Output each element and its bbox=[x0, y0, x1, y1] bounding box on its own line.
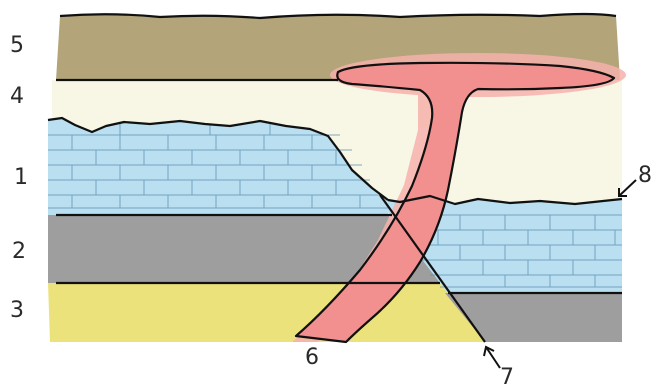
feature-label-unconformity: 8 bbox=[638, 163, 652, 188]
layer-label-3: 3 bbox=[10, 298, 24, 323]
layer-label-1: 1 bbox=[14, 165, 28, 190]
feature-label-intrusion: 6 bbox=[305, 345, 319, 370]
layer-label-5: 5 bbox=[10, 33, 24, 58]
layer-label-2: 2 bbox=[12, 239, 26, 264]
layer-3-sand-left bbox=[48, 283, 485, 342]
fault-arrow bbox=[484, 347, 500, 368]
layer-label-4: 4 bbox=[10, 84, 24, 109]
feature-label-fault: 7 bbox=[500, 365, 514, 390]
